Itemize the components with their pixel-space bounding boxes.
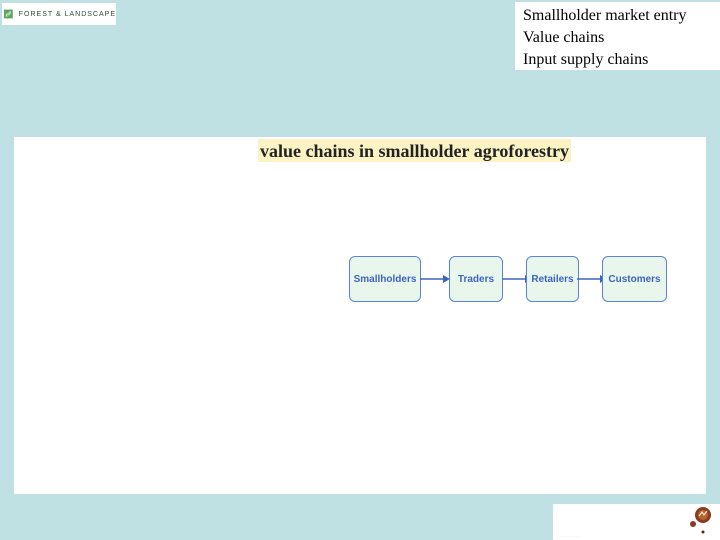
leaf-grid-logo-icon (4, 9, 13, 19)
forest-landscape-logo: FOREST & LANDSCAPE (2, 3, 116, 25)
topic-item-value-chains: Value chains (523, 29, 605, 46)
chain-node-retailers: Retailers (526, 256, 579, 302)
chain-node-smallholders: Smallholders (349, 256, 421, 302)
topic-item-input-supply: Input supply chains (523, 51, 649, 68)
chain-node-traders: Traders (449, 256, 503, 302)
topic-list: Smallholder market entry Value chains In… (515, 2, 720, 70)
university-seal-icon (690, 507, 711, 534)
topic-item-market-entry: Smallholder market entry (523, 7, 687, 24)
slide-content: value chains in smallholder agroforestry… (14, 137, 706, 494)
slide-title: value chains in smallholder agroforestry (258, 139, 572, 162)
footer-small-text: ··· ···· ····· ········· (557, 534, 581, 538)
chain-node-customers: Customers (602, 256, 667, 302)
flow-arrow-icon (420, 275, 450, 283)
logo-text: FOREST & LANDSCAPE (18, 10, 116, 18)
